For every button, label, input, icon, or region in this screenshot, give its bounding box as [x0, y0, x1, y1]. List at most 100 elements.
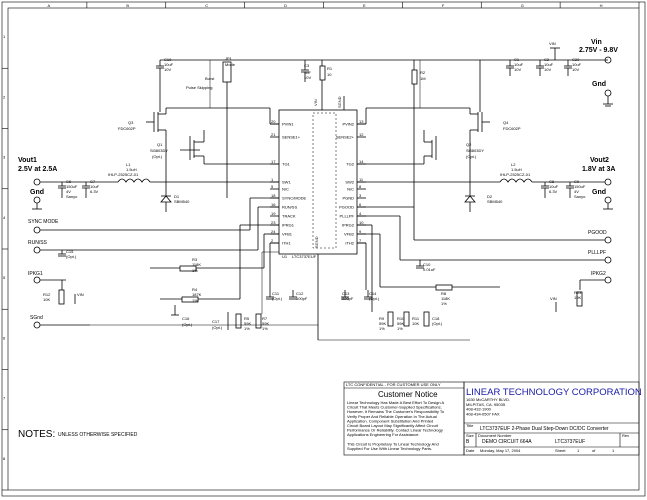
svg-text:R4: R4 — [192, 287, 198, 292]
svg-text:IPKG2: IPKG2 — [591, 271, 606, 277]
ic-left-pin-num: 5 — [271, 184, 274, 189]
svg-text:Si3803DY: Si3803DY — [150, 148, 168, 153]
notice-line: Supplied For Use With Linear Technology … — [347, 446, 432, 451]
zone-col-H: H — [600, 3, 603, 8]
ic-right-pin-name: PGOOD — [339, 205, 354, 210]
gnd-terminal-top[interactable] — [604, 89, 612, 97]
svg-text:PGOOD: PGOOD — [588, 230, 607, 236]
pgood-terminal[interactable] — [604, 236, 612, 244]
svg-text:(Opt.): (Opt.) — [432, 321, 443, 326]
svg-text:10V: 10V — [164, 67, 171, 72]
svg-text:10V: 10V — [304, 75, 311, 80]
svg-text:LTC3737EUF: LTC3737EUF — [555, 439, 585, 445]
zone-row-8: 8 — [3, 456, 6, 461]
svg-text:10V: 10V — [572, 67, 579, 72]
ic-ref: U1 — [282, 254, 288, 259]
svg-text:R2: R2 — [420, 70, 426, 75]
ic-right-pin-num: 4 — [359, 211, 362, 216]
svg-text:C3: C3 — [304, 63, 310, 68]
vin-terminal[interactable] — [604, 56, 612, 64]
svg-text:Si3803DY: Si3803DY — [466, 148, 484, 153]
svg-text:of: of — [592, 448, 596, 453]
run-ss-terminal[interactable] — [33, 246, 41, 254]
svg-text:LTC CONFIDENTIAL - FOR CUSTOME: LTC CONFIDENTIAL - FOR CUSTOMER USE ONLY — [346, 382, 441, 387]
svg-text:10uF: 10uF — [549, 184, 559, 189]
svg-text:(Opt.): (Opt.) — [466, 154, 477, 159]
svg-text:C11: C11 — [272, 291, 280, 296]
ic-left-pin-name: VFB1 — [282, 232, 293, 237]
svg-text:R9: R9 — [379, 316, 385, 321]
svg-text:C6: C6 — [66, 179, 72, 184]
ic-right-pin-name: IPRG2 — [342, 223, 355, 228]
svg-text:C14: C14 — [369, 291, 377, 296]
ic-right-pin-num: 11 — [359, 177, 364, 182]
plllpf-terminal[interactable] — [604, 256, 612, 264]
svg-text:C12: C12 — [296, 291, 304, 296]
svg-text:Sanyo: Sanyo — [574, 194, 586, 199]
gnd-terminal-right[interactable] — [604, 196, 612, 204]
gnd-label-top: Gnd — [592, 81, 606, 88]
svg-text:C8: C8 — [549, 179, 555, 184]
svg-text:VIN: VIN — [313, 99, 318, 106]
notice-line: Application. Component Substitution And … — [347, 418, 433, 423]
l2-inductor — [499, 178, 533, 183]
ic-left-pin-name: PVIN1 — [282, 122, 294, 127]
channel2-power: Q4 FDC602P Q2 Si3803DY (Opt.) L2 1.5uH I… — [357, 60, 615, 212]
svg-text:VIN: VIN — [550, 296, 557, 301]
svg-text:220pF: 220pF — [342, 296, 354, 301]
ic-right-pin-name: ITH2 — [345, 241, 354, 246]
svg-text:10K: 10K — [412, 321, 419, 326]
svg-text:Rev: Rev — [622, 433, 629, 438]
svg-text:LTC3737EUF 2-Phase Dual Step-D: LTC3737EUF 2-Phase Dual Step-Down DC/DC … — [480, 426, 609, 432]
notice-block: LTC CONFIDENTIAL - FOR CUSTOMER USE ONLY… — [343, 381, 465, 456]
svg-text:SGND: SGND — [337, 96, 342, 108]
vin-rail: Vin 2.75V - 9.8V VIN Gnd — [160, 39, 618, 107]
svg-text:59K: 59K — [262, 321, 269, 326]
input-capacitors: C19 10uF 10V C1 10uF 10V C2 10uF 10V C20… — [156, 57, 582, 76]
gnd-terminal-left[interactable] — [33, 196, 41, 204]
svg-text:10V: 10V — [544, 67, 551, 72]
svg-text:C20: C20 — [572, 57, 580, 62]
svg-text:(Opt.): (Opt.) — [66, 254, 77, 259]
svg-text:IHLP-2525CZ-01: IHLP-2525CZ-01 — [500, 172, 531, 177]
ic-right-pin-name: SW2 — [345, 180, 354, 185]
svg-text:Vout1: Vout1 — [18, 157, 37, 164]
ic-right-pin-name: SENSE2+ — [336, 135, 355, 140]
sgnd-terminal[interactable] — [33, 321, 41, 329]
ic-right-pin-num: 6 — [359, 202, 362, 207]
zone-col-G: G — [521, 3, 524, 8]
ic-left-pin-num: 17 — [271, 159, 276, 164]
svg-text:R13: R13 — [574, 290, 582, 295]
ipkg1-terminal[interactable] — [33, 276, 41, 284]
ic-right-pin-name: N/C — [347, 187, 354, 192]
vout1-terminal[interactable] — [33, 178, 41, 186]
svg-text:C15: C15 — [66, 249, 74, 254]
ipkg2-terminal[interactable] — [604, 276, 612, 284]
zone-row-1: 1 — [3, 34, 6, 39]
svg-text:0.01uF: 0.01uF — [423, 267, 436, 272]
svg-text:10uF: 10uF — [164, 62, 174, 67]
notes-block: NOTES: UNLESS OTHERWISE SPECIFIED — [18, 429, 138, 440]
svg-text:R10: R10 — [397, 316, 405, 321]
svg-text:1%: 1% — [192, 298, 198, 303]
ic-left-pin-name: RUN/SS — [282, 205, 297, 210]
svg-text:Mode: Mode — [225, 62, 236, 67]
vin-filter: C3 1uF 10V R1 10 JP1 Mode Burst Pulse Sk… — [186, 56, 426, 207]
svg-text:10K: 10K — [43, 297, 50, 302]
ic-right-pin-name: PGND — [342, 196, 354, 201]
zone-col-C: C — [205, 3, 208, 8]
vout2-terminal[interactable] — [604, 178, 612, 186]
svg-text:Q2: Q2 — [466, 142, 472, 147]
sync-mode-terminal[interactable] — [33, 226, 41, 234]
svg-text:C17: C17 — [212, 319, 220, 324]
svg-text:Size: Size — [466, 433, 475, 438]
address-line: 408-434-0507 FAX — [466, 411, 500, 416]
svg-text:118K: 118K — [441, 296, 450, 301]
svg-text:C7: C7 — [90, 179, 96, 184]
svg-text:C2: C2 — [544, 57, 550, 62]
notice-line: However, It Remains The Customer's Respo… — [347, 409, 445, 414]
ic-left-pin-name: TG1 — [282, 162, 291, 167]
right-terminals: PGOOD PLLLPF C10 0.01uF IPKG2 R13 10K VI… — [318, 206, 612, 341]
